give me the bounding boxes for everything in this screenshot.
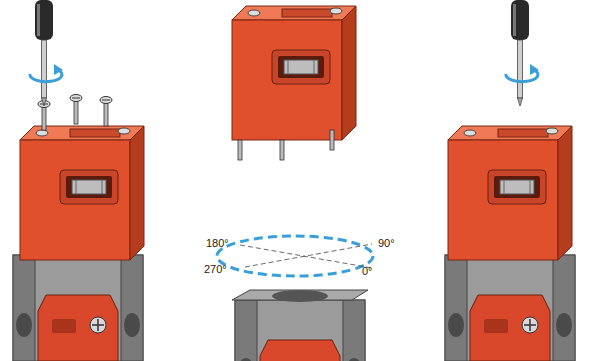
angle-label: 270° xyxy=(204,263,227,275)
angle-label: 180° xyxy=(206,237,229,249)
angle-label: 90° xyxy=(378,237,395,249)
angle-label: 0° xyxy=(362,265,373,277)
